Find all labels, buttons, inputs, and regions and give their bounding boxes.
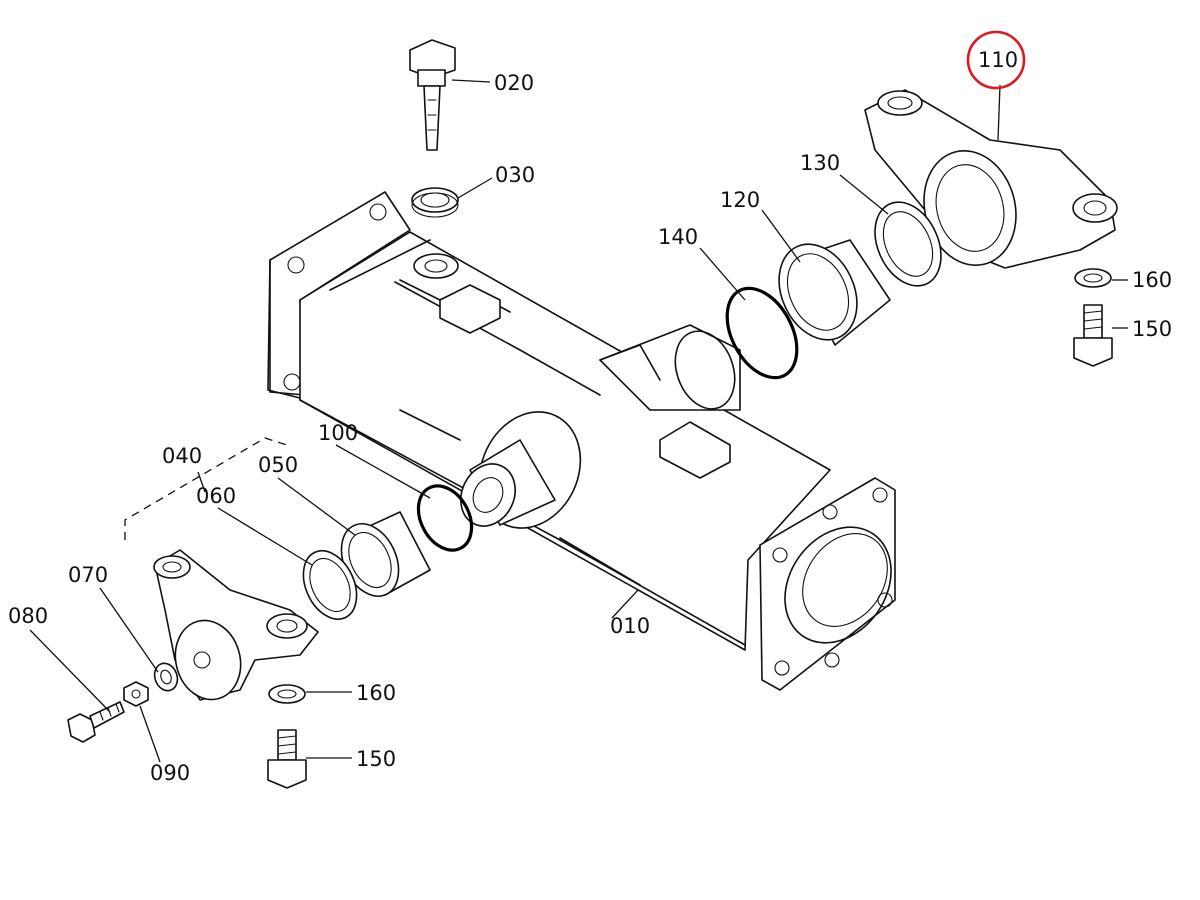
label-150-right: 150 <box>1132 317 1172 341</box>
leader-lines <box>29 79 1128 763</box>
label-130: 130 <box>800 151 840 175</box>
label-150-left: 150 <box>356 747 396 771</box>
part-160-washer-right[interactable] <box>1074 268 1112 288</box>
part-120-bushing[interactable] <box>764 231 891 352</box>
label-010: 010 <box>610 614 650 638</box>
label-090: 090 <box>150 761 190 785</box>
highlight-circle <box>966 30 1026 90</box>
label-100: 100 <box>318 421 358 445</box>
part-160-washer-left[interactable] <box>268 684 306 704</box>
part-150-bolt-right[interactable] <box>1073 304 1113 367</box>
part-020-dipstick[interactable] <box>409 39 456 151</box>
part-100-o-ring[interactable] <box>408 477 482 560</box>
part-040-arm-bracket[interactable] <box>153 549 319 707</box>
part-030-seal-washer[interactable] <box>411 187 459 218</box>
part-060-ring[interactable] <box>293 542 367 628</box>
label-050: 050 <box>258 453 298 477</box>
part-070-washer[interactable] <box>151 660 181 694</box>
part-labels: 020 030 010 040 050 060 100 140 120 130 … <box>8 48 1172 785</box>
part-150-bolt-left[interactable] <box>267 729 307 789</box>
part-130-ring[interactable] <box>862 191 954 296</box>
part-010-axle-housing[interactable] <box>267 191 913 691</box>
label-120: 120 <box>720 188 760 212</box>
label-140: 140 <box>658 225 698 249</box>
label-070: 070 <box>68 563 108 587</box>
label-030: 030 <box>495 163 535 187</box>
label-160-left: 160 <box>356 681 396 705</box>
label-160-right: 160 <box>1132 268 1172 292</box>
part-110-arm-bracket[interactable] <box>864 89 1118 276</box>
part-140-o-ring[interactable] <box>713 277 811 390</box>
label-110: 110 <box>978 48 1018 72</box>
part-050-bushing[interactable] <box>330 511 431 605</box>
label-080: 080 <box>8 604 48 628</box>
label-060: 060 <box>196 484 236 508</box>
label-020: 020 <box>494 71 534 95</box>
part-080-bolt[interactable] <box>67 701 125 743</box>
label-040: 040 <box>162 444 202 468</box>
part-090-nut[interactable] <box>123 681 149 707</box>
